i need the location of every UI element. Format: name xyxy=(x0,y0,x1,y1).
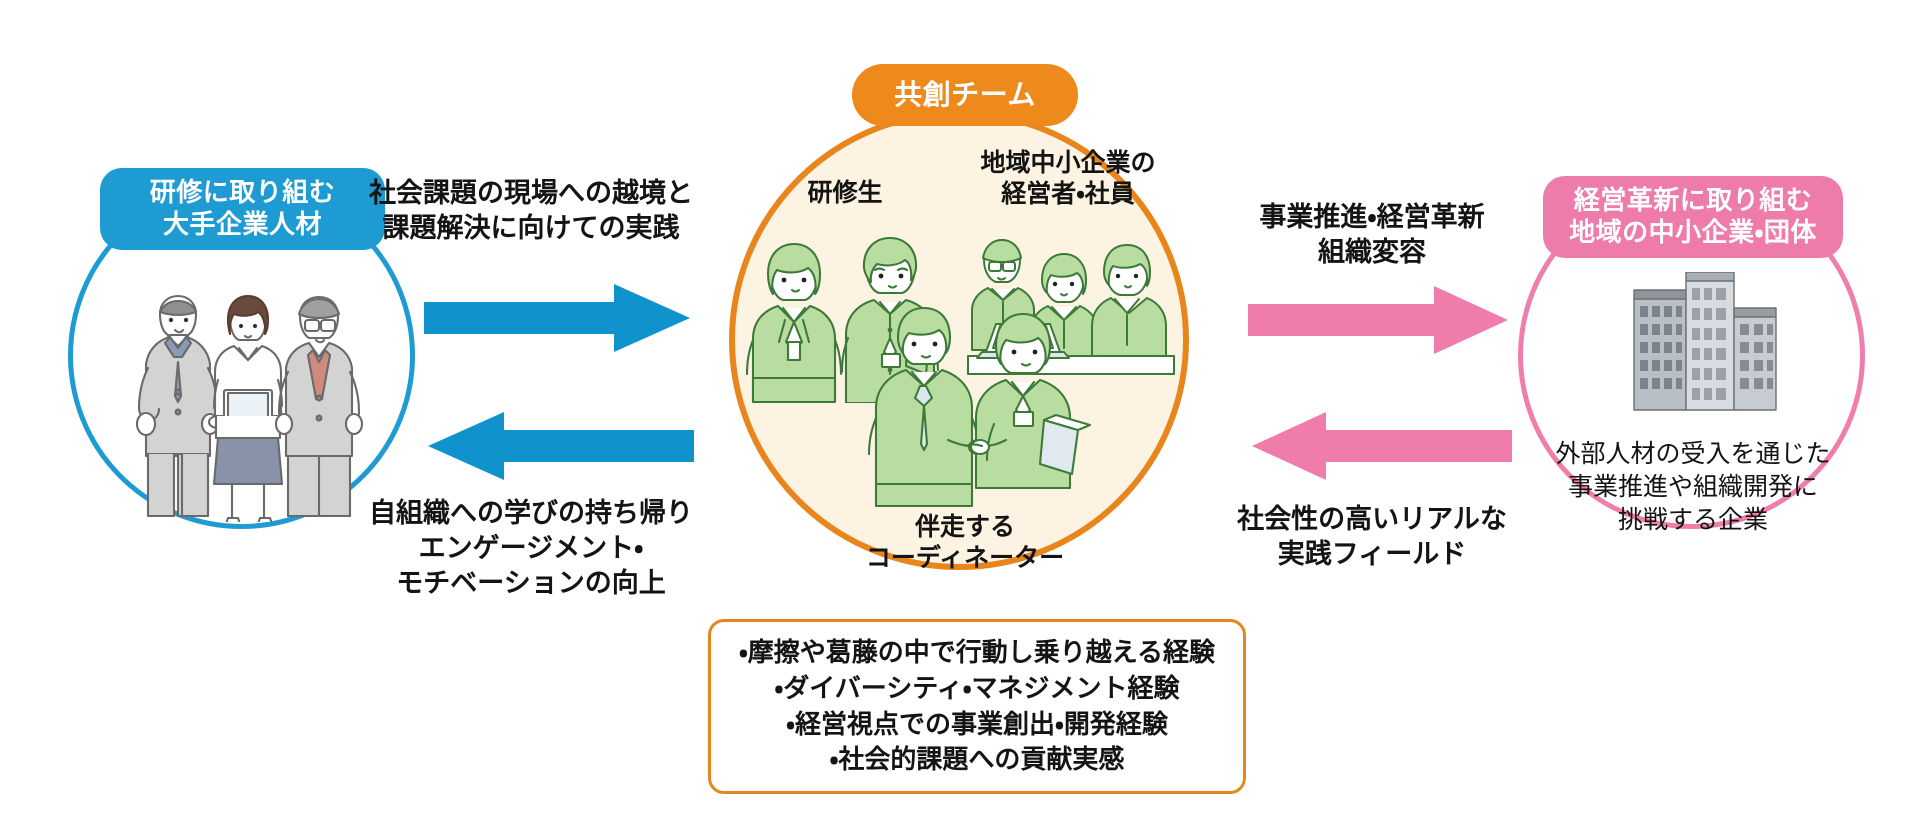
outcome-line: ・摩擦や葛藤の中で行動し乗り越える経験 xyxy=(738,636,1216,667)
arrow-label-top-right: 事業推進・経営革新 組織変容 xyxy=(1259,202,1485,268)
center-node-badge: 共創チーム xyxy=(852,64,1078,126)
center-coordinator-label: 伴走する コーディネーター xyxy=(865,513,1065,573)
arrow-center-to-left xyxy=(428,412,694,480)
center-sme-label: 地域中小企業の 経営者・社員 xyxy=(980,149,1156,209)
outcomes-box: ・摩擦や葛藤の中で行動し乗り越える経験 ・ダイバーシティ・マネジメント経験 ・経… xyxy=(708,619,1246,794)
arrow-center-to-right xyxy=(1248,286,1508,354)
coordinator-pair-illustration xyxy=(867,306,1092,508)
arrow-label-bottom-left: 自組織への学びの持ち帰り エンゲージメント・ モチベーションの向上 xyxy=(369,498,693,599)
arrow-label-top-left: 社会課題の現場への越境と 課題解決に向けての実践 xyxy=(369,178,693,244)
center-trainee-label: 研修生 xyxy=(807,179,883,207)
left-node-badge: 研修に取り組む 大手企業人材 xyxy=(100,168,385,250)
outcome-line: ・ダイバーシティ・マネジメント経験 xyxy=(774,672,1180,703)
right-node-body-text: 外部人材の受入を通じた 事業推進や組織開発に 挑戦する企業 xyxy=(1555,440,1831,534)
arrow-left-to-center xyxy=(424,284,690,352)
arrow-right-to-center xyxy=(1252,412,1512,480)
office-buildings-illustration xyxy=(1633,272,1777,411)
outcome-line: ・経営視点での事業創出・開発経験 xyxy=(786,708,1168,739)
outcome-line: ・社会的課題への貢献実感 xyxy=(829,744,1125,775)
right-node-badge: 経営革新に取り組む 地域の中小企業・団体 xyxy=(1543,176,1843,258)
three-business-people-illustration xyxy=(135,294,364,522)
arrow-label-bottom-right: 社会性の高いリアルな 実践フィールド xyxy=(1237,504,1507,570)
